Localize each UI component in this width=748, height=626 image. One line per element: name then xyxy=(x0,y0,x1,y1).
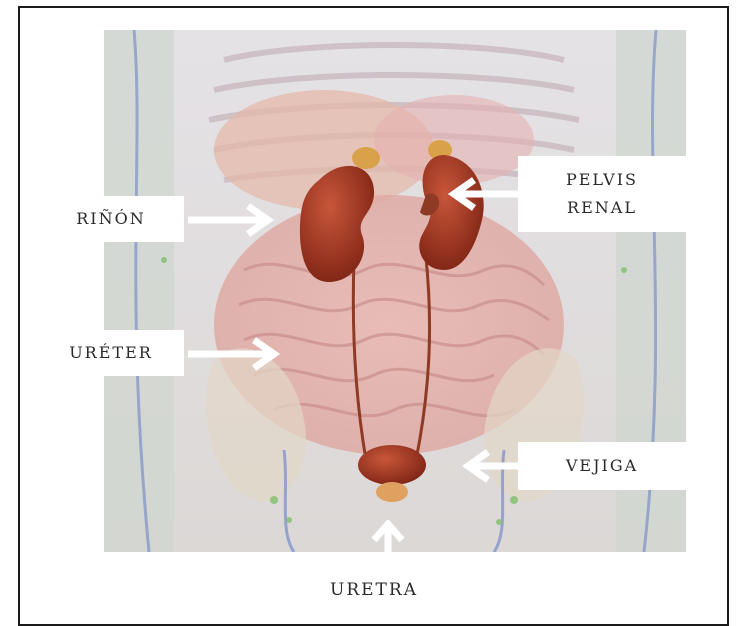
label-pelvis-renal-line1: PELVIS xyxy=(566,166,638,194)
left-arm-shape xyxy=(104,30,174,552)
arrow-pelvis-renal xyxy=(448,176,522,212)
label-ureter: URÉTER xyxy=(38,330,184,376)
arrow-ureter xyxy=(186,336,282,372)
left-adrenal-gland xyxy=(352,147,380,169)
label-rinon-text: RIÑÓN xyxy=(76,205,145,233)
arrow-rinon xyxy=(186,202,276,238)
bladder xyxy=(358,445,426,485)
label-ureter-text: URÉTER xyxy=(69,339,153,367)
label-vejiga: VEJIGA xyxy=(518,442,686,490)
label-vejiga-text: VEJIGA xyxy=(566,452,638,480)
label-pelvis-renal-line2: RENAL xyxy=(567,194,637,222)
label-pelvis-renal: PELVIS RENAL xyxy=(518,156,686,232)
arrow-uretra xyxy=(368,520,408,554)
prostate xyxy=(376,482,408,502)
label-uretra: URETRA xyxy=(0,580,748,600)
arrow-vejiga xyxy=(462,448,522,484)
label-rinon: RIÑÓN xyxy=(38,196,184,242)
